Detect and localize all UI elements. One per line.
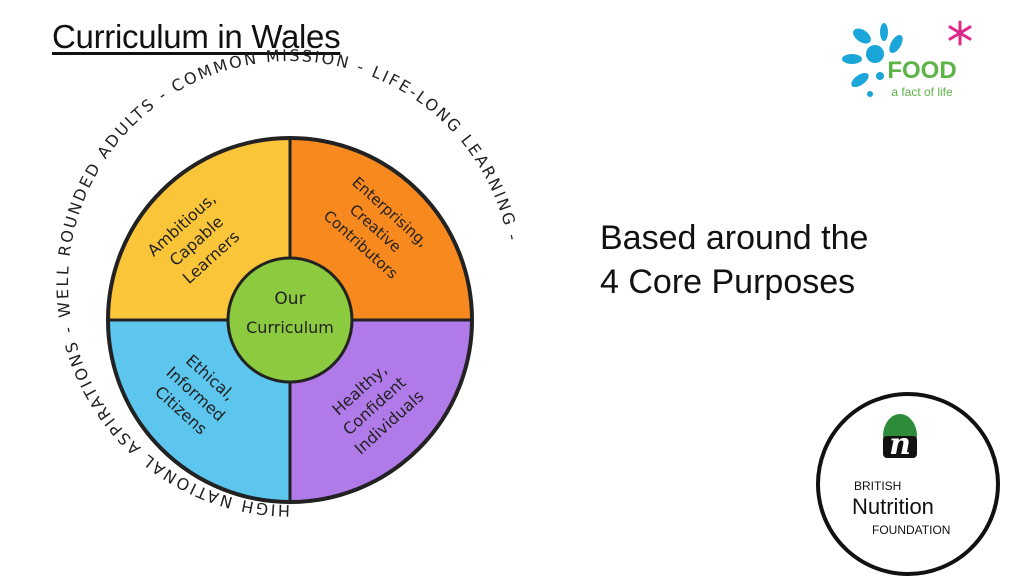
food-a-fact-of-life-logo: FOOD a fact of life — [842, 20, 972, 99]
bnf-mark-letter: n — [889, 427, 911, 462]
bnf-logo-circle — [816, 392, 1000, 576]
outer-circle — [106, 136, 474, 504]
asterisk-icon — [948, 20, 972, 46]
food-logo-word: FOOD — [887, 57, 956, 84]
body-line-2: 4 Core Purposes — [600, 263, 856, 301]
center-circle — [226, 256, 354, 384]
splash-icon — [842, 23, 903, 97]
center-label-2: Curriculum — [246, 318, 334, 337]
center-label-1: Our — [274, 289, 305, 309]
bnf-logo-british: BRITISH — [854, 479, 901, 493]
core-purposes-diagram: Our Curriculum Ambitious, Capable Learne… — [53, 46, 521, 520]
british-nutrition-foundation-logo: n BRITISH Nutrition FOUNDATION — [816, 392, 1000, 576]
body-line-1: Based around the — [600, 219, 869, 257]
bnf-logo-foundation: FOUNDATION — [872, 523, 950, 537]
bnf-mark-base — [883, 436, 917, 458]
body-text: Based around the 4 Core Purposes — [600, 216, 868, 304]
bnf-logo-nutrition: Nutrition — [852, 494, 934, 519]
slide-title: Curriculum in Wales — [52, 18, 341, 55]
food-logo-tagline: a fact of life — [891, 85, 953, 99]
